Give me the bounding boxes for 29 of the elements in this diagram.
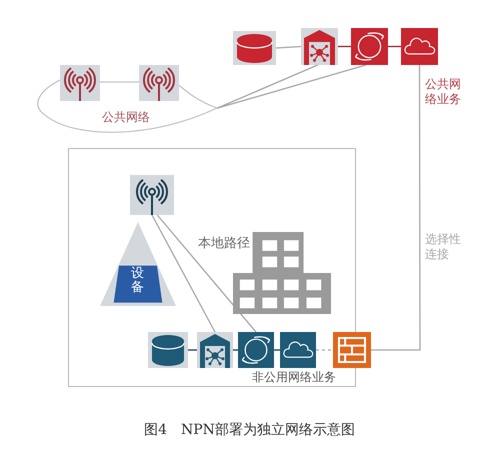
- connector-line: [388, 46, 401, 48]
- cloud-icon: [280, 332, 316, 368]
- sync-icon: [238, 332, 274, 368]
- antenna-icon: [139, 65, 179, 101]
- text-label: 本地路径: [198, 236, 251, 252]
- text-label: 非公用网络业务: [252, 370, 337, 385]
- connector-line: [151, 214, 216, 332]
- connector-line: [276, 46, 302, 49]
- device-triangle: [100, 222, 176, 306]
- database-icon: [233, 31, 276, 65]
- antenna-icon: [60, 65, 100, 101]
- antenna-icon: [130, 175, 174, 215]
- service-label: 公共网络业务: [425, 77, 462, 107]
- hub-icon: [197, 332, 233, 368]
- text-label: 选择性连接: [425, 232, 462, 262]
- connector-line: [371, 65, 421, 351]
- device-label: 设备: [131, 266, 144, 296]
- figure-caption: 图4 NPN部署为独立网络示意图: [143, 422, 356, 440]
- network-label: 公共网络: [101, 110, 151, 125]
- connector-line: [156, 214, 256, 332]
- connector-line: [216, 64, 366, 109]
- sync-icon: [351, 28, 388, 65]
- connector-line: [216, 64, 318, 109]
- connector-line: [338, 46, 351, 48]
- hub-icon: [301, 28, 338, 65]
- database-icon: [148, 332, 188, 368]
- connector-line: [316, 349, 333, 351]
- local-network-frame: [68, 148, 356, 387]
- firewall-icon: [333, 332, 371, 368]
